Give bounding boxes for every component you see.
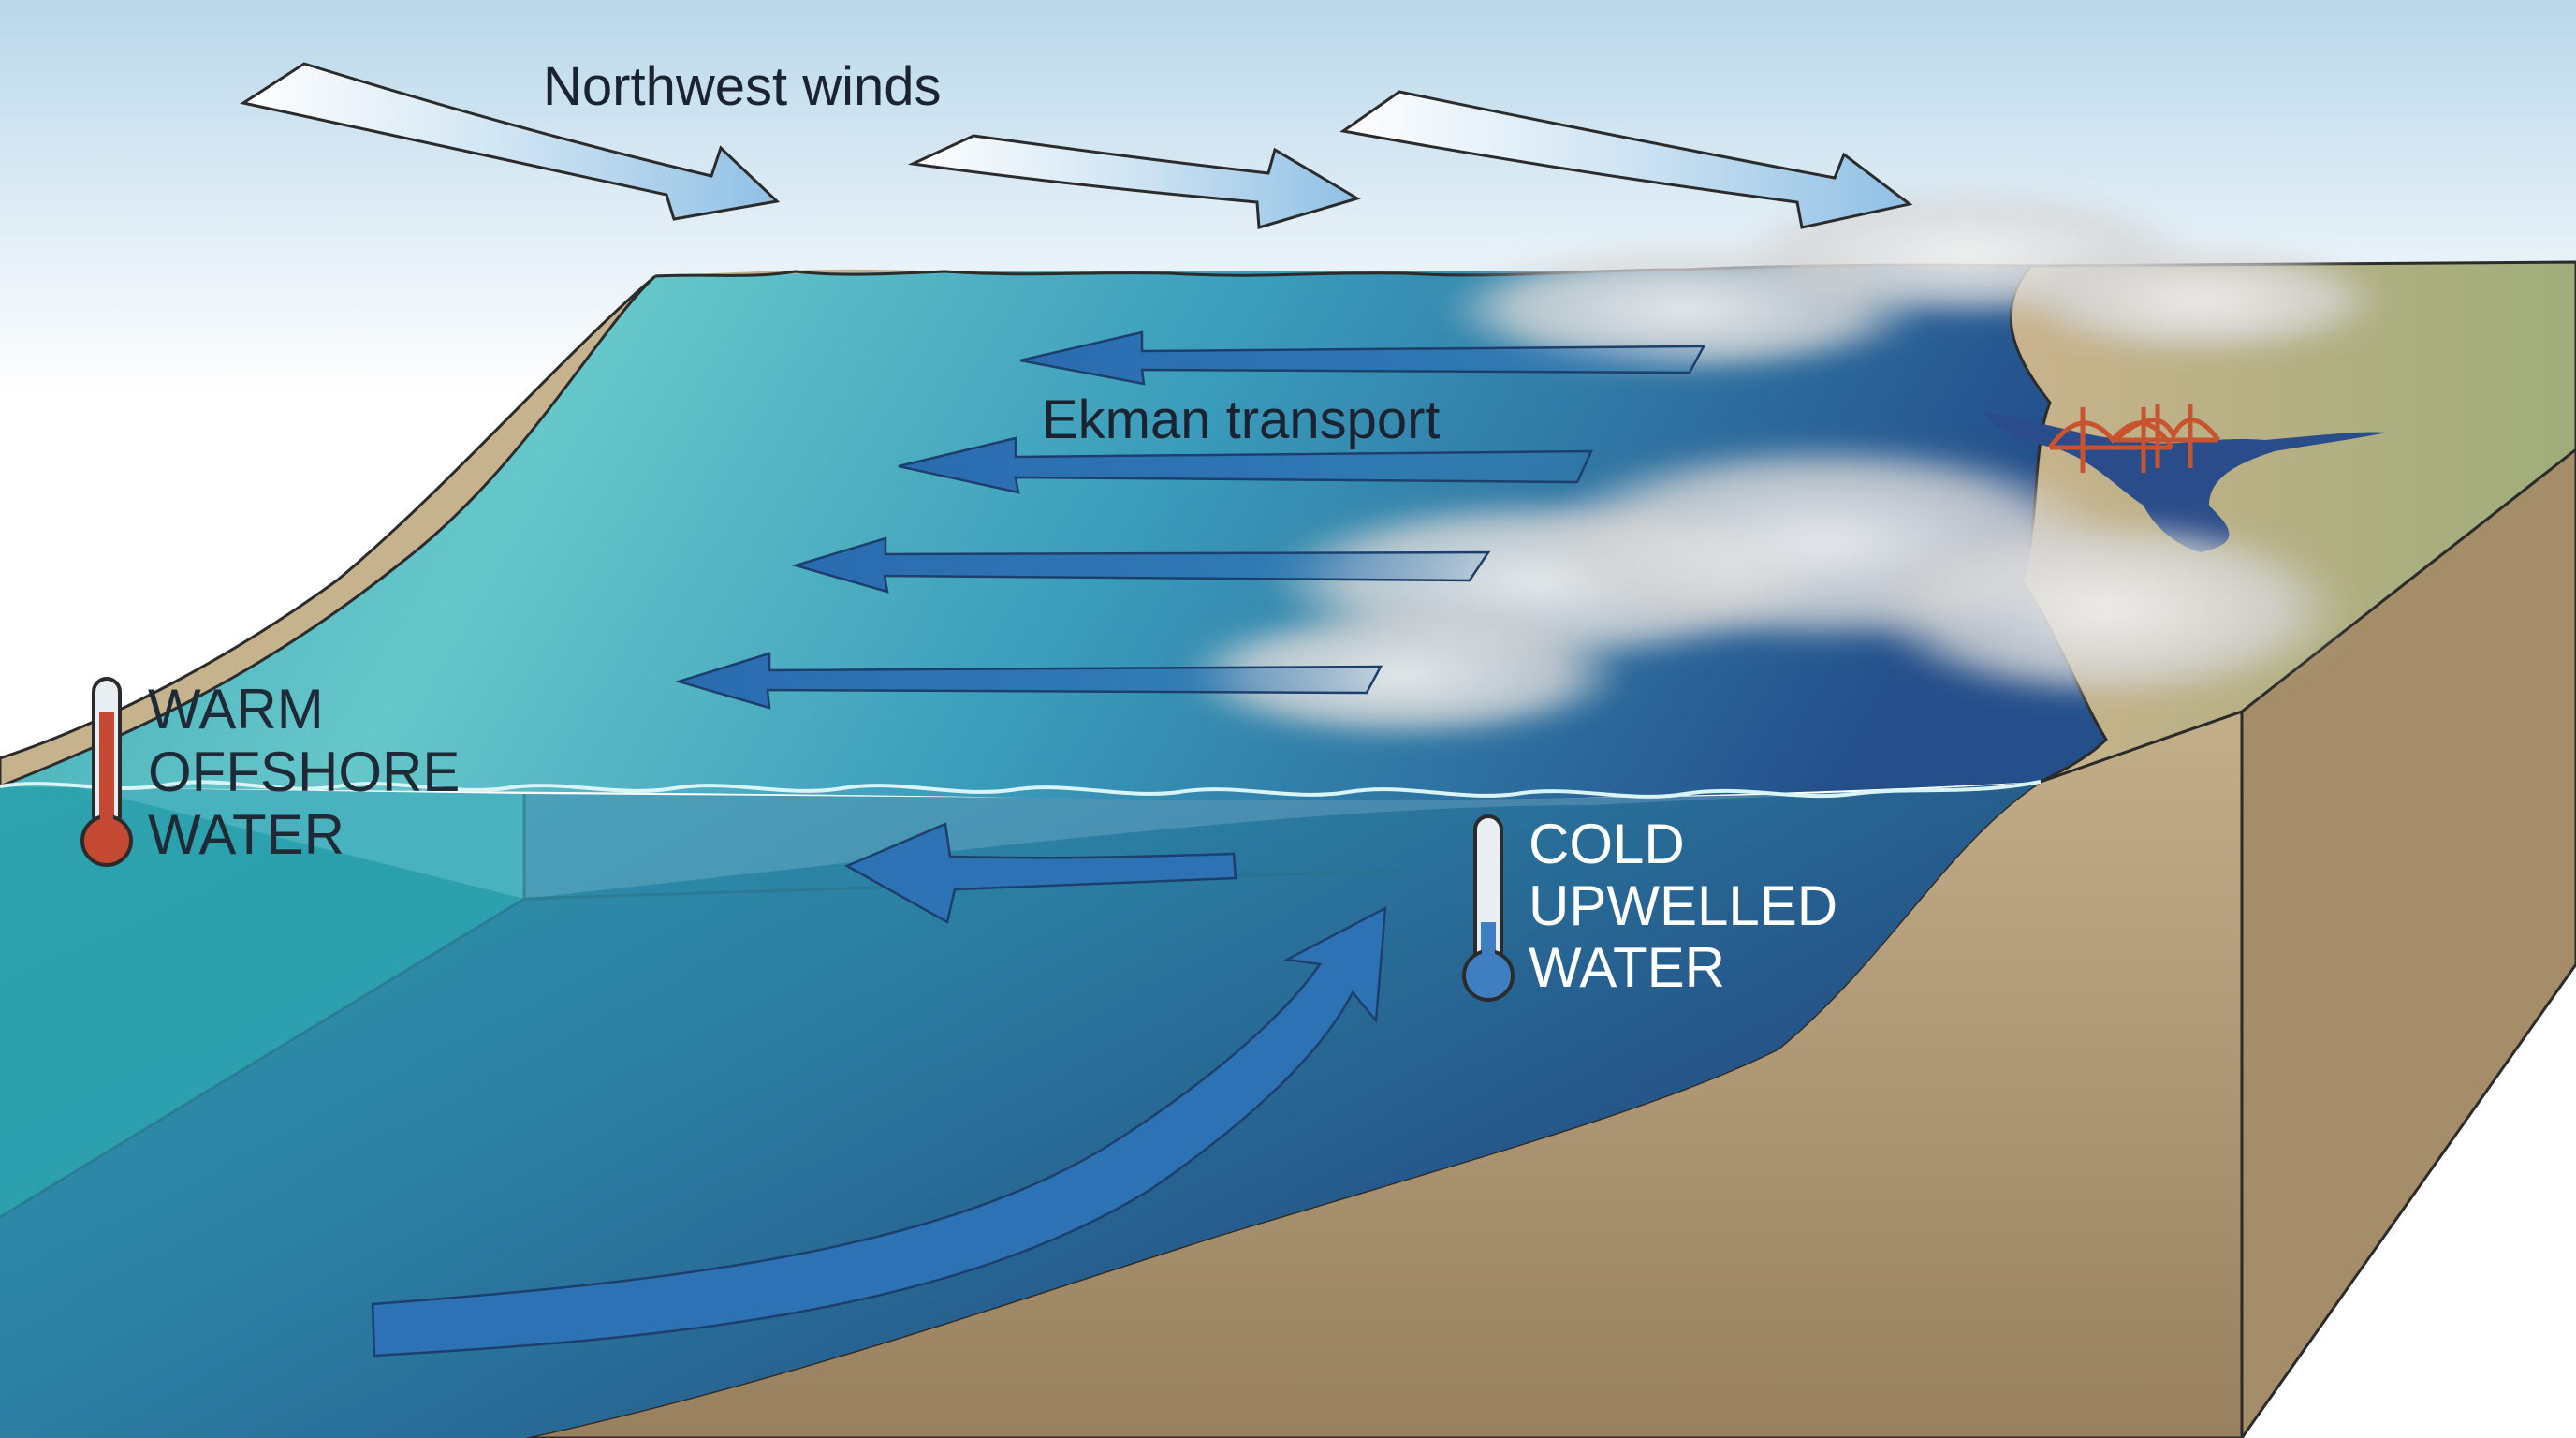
wind-arrow bbox=[240, 62, 781, 221]
wind-arrow bbox=[1339, 90, 1913, 229]
warm-label-line-3: WATER bbox=[148, 803, 344, 866]
ekman-arrow bbox=[674, 652, 1383, 710]
cold-label-line-1: COLD bbox=[1529, 813, 1685, 875]
ekman-arrow bbox=[898, 436, 1593, 494]
ekman-arrow bbox=[791, 536, 1491, 594]
cold-label-line-2: UPWELLED bbox=[1529, 874, 1837, 937]
thermometer-cold-icon bbox=[1462, 814, 1515, 1002]
wind-arrow bbox=[907, 134, 1361, 229]
wind-arrows bbox=[240, 62, 1913, 229]
ekman-arrows bbox=[674, 330, 1706, 710]
warm-label-line-2: OFFSHORE bbox=[148, 741, 460, 803]
fog-clouds bbox=[1179, 187, 2387, 740]
cold-label-line-3: WATER bbox=[1529, 936, 1725, 999]
ocean-front-left bbox=[0, 786, 524, 1217]
ekman-arrow bbox=[1019, 330, 1706, 386]
thermometer-warm-icon bbox=[80, 677, 133, 867]
upwelling-arrow bbox=[371, 905, 1387, 1357]
ekman-label: Ekman transport bbox=[1042, 389, 1441, 450]
warm-label-line-1: WARM bbox=[148, 678, 324, 741]
winds-label: Northwest winds bbox=[543, 56, 941, 117]
offshore-subsurface-arrow bbox=[844, 822, 1237, 924]
ocean-front-face bbox=[0, 782, 2041, 1438]
waterline bbox=[0, 780, 2042, 799]
golden-gate-bridge-icon bbox=[2047, 404, 2220, 473]
